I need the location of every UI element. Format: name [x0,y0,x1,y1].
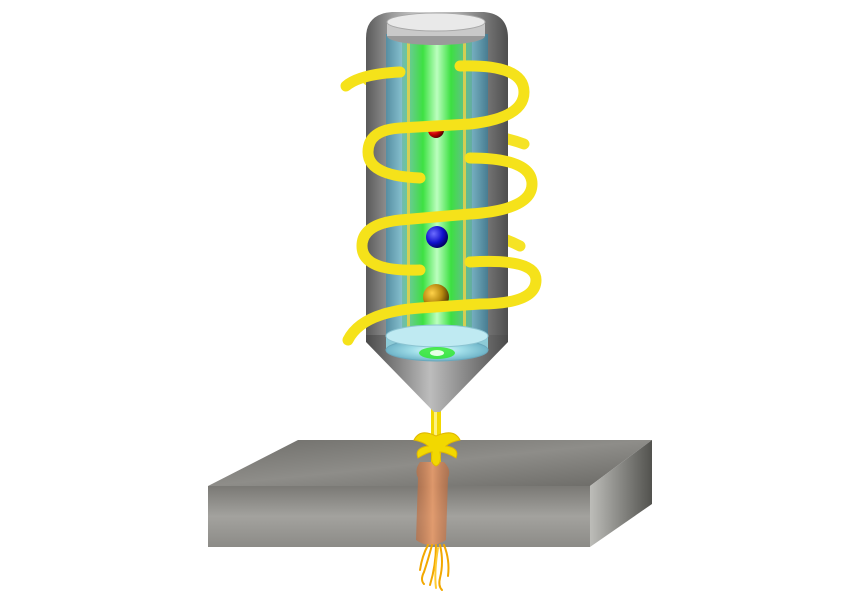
beam-contact-flare [413,432,461,467]
workpiece-front-face [208,486,590,547]
top-mirror [386,12,486,45]
pump-coil [340,60,542,346]
bottom-lens [385,324,489,362]
cavity-rod-right [463,40,466,330]
laser-tube [366,12,508,342]
blue-particle [426,226,448,248]
workpiece-side-face [590,440,652,547]
cavity-rod-left [407,40,410,330]
cut-kerf [416,462,450,545]
workpiece [208,440,652,547]
sparks [419,544,450,591]
